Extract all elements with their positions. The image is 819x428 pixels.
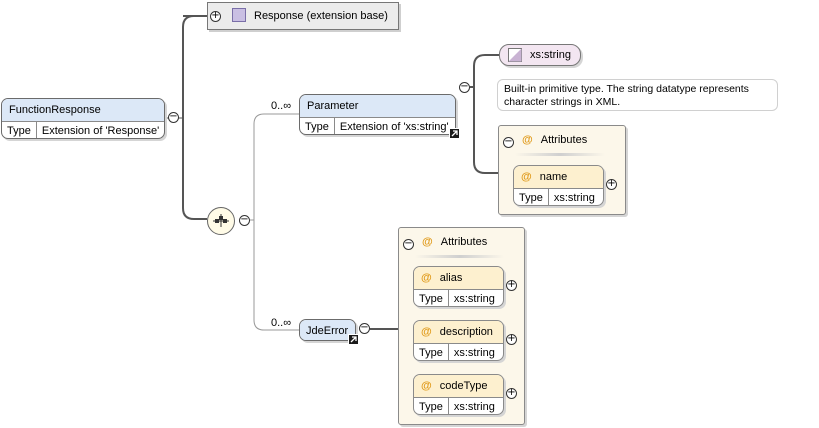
minus-icon[interactable]: − [168,111,179,123]
plus-icon[interactable]: + [210,10,221,22]
parameter-attributes-group: −@Attributes @name Type xs:string [498,125,626,215]
plus-icon[interactable]: + [506,333,517,345]
minus-icon[interactable]: − [239,214,250,226]
doc-line-1: Built-in primitive type. The string data… [504,83,749,95]
attribute-description[interactable]: @description Type xs:string [413,320,504,361]
attribute-label: alias [439,272,463,284]
link-arrow-icon[interactable] [348,334,359,345]
parameter-name: Parameter [300,95,455,117]
minus-icon[interactable]: − [459,81,470,93]
link-arrow-icon[interactable] [449,128,460,139]
jdeerror-attributes-title: −@Attributes [403,236,488,250]
simple-type-icon [508,48,522,62]
xs-string-documentation: Built-in primitive type. The string data… [497,79,778,111]
root-type-row: Type Extension of 'Response' [2,121,164,138]
attribute-type-row: Type xs:string [414,343,503,360]
minus-icon[interactable]: − [359,322,370,334]
response-extension-base[interactable]: Response (extension base) [207,2,399,30]
jdeerror-occurrence: 0..∞ [271,317,292,329]
attribute-codetype[interactable]: @codeType Type xs:string [413,374,504,415]
plus-icon[interactable]: + [606,178,617,190]
parameter-type-key: Type [300,118,335,134]
attribute-label: name [539,171,568,183]
attribute-type-row: Type xs:string [414,289,503,306]
attribute-type-row: Type xs:string [514,188,603,205]
divider [515,153,605,156]
divider [415,255,504,258]
sequence-compositor-icon[interactable] [207,207,235,235]
minus-icon[interactable]: − [403,238,414,250]
root-element-functionresponse[interactable]: FunctionResponse Type Extension of 'Resp… [1,98,165,139]
xs-string-label: xs:string [530,49,571,61]
attribute-label: codeType [439,380,488,392]
attribute-label: description [439,326,493,338]
parameter-occurrence: 0..∞ [271,100,292,112]
parameter-type-value: Extension of 'xs:string' [339,121,449,133]
root-type-value: Extension of 'Response' [41,125,160,137]
parameter-type-row: Type Extension of 'xs:string' [300,117,455,134]
jdeerror-element[interactable]: JdeError [299,319,356,341]
root-type-key: Type [2,122,37,138]
plus-icon[interactable]: + [506,279,517,291]
attribute-type-row: Type xs:string [414,397,503,414]
parameter-element[interactable]: Parameter Type Extension of 'xs:string' [299,94,456,135]
attribute-name[interactable]: @name Type xs:string [513,165,604,206]
minus-icon[interactable]: − [503,136,514,148]
doc-line-2: character strings in XML. [504,96,621,108]
xs-string-type[interactable]: xs:string [499,44,581,66]
jdeerror-attributes-group: −@Attributes @alias Type xs:string @desc… [398,227,525,425]
parameter-attributes-title: −@Attributes [503,134,588,148]
plus-icon[interactable]: + [506,387,517,399]
complex-type-icon [232,8,246,23]
base-type-label: Response (extension base) [254,10,388,22]
attribute-alias[interactable]: @alias Type xs:string [413,266,504,307]
root-element-name: FunctionResponse [2,99,164,121]
jdeerror-name: JdeError [300,320,355,340]
